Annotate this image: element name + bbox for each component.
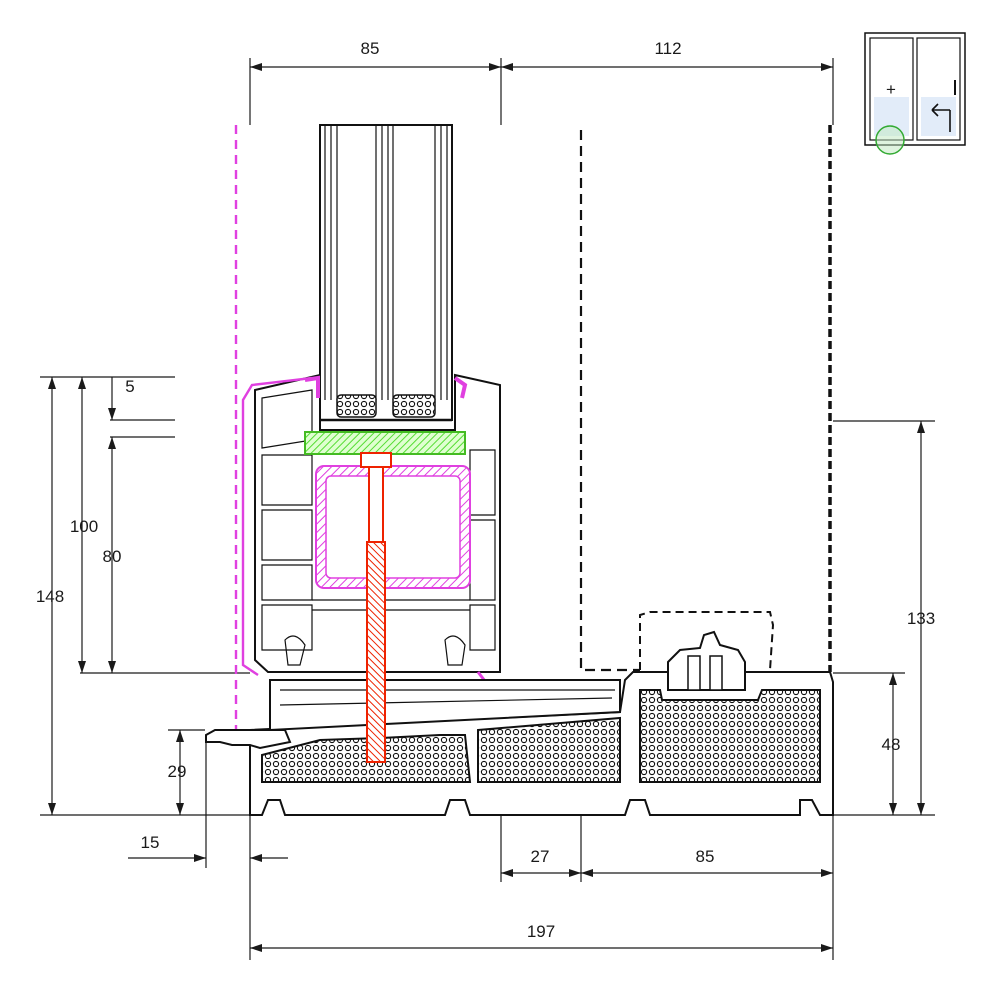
dim-label-100: 100 bbox=[70, 517, 98, 536]
dim-label-48: 48 bbox=[882, 735, 901, 754]
dim-label-29: 29 bbox=[168, 762, 187, 781]
dim-label-80: 80 bbox=[103, 547, 122, 566]
dashed-sash-outline bbox=[579, 125, 832, 672]
window-legend-icon: + bbox=[864, 32, 966, 155]
dim-left: 148 100 5 80 29 bbox=[36, 376, 250, 816]
dim-label-133: 133 bbox=[907, 609, 935, 628]
steel-reinforcement bbox=[315, 465, 471, 589]
glazing-unit bbox=[319, 124, 453, 422]
dim-label-15: 15 bbox=[141, 833, 160, 852]
dim-label-148: 148 bbox=[36, 587, 64, 606]
dim-bottom: 15 27 85 197 bbox=[128, 735, 834, 960]
green-bead bbox=[304, 431, 466, 455]
dim-label-85-bottom: 85 bbox=[696, 847, 715, 866]
dim-label-5: 5 bbox=[125, 377, 134, 396]
section-marker-icon bbox=[875, 125, 905, 155]
sliding-track bbox=[667, 630, 746, 691]
dim-label-112: 112 bbox=[654, 39, 681, 58]
fixing-screw bbox=[360, 452, 392, 763]
dim-top: 85 112 bbox=[249, 39, 834, 125]
dim-label-85-top: 85 bbox=[361, 39, 380, 58]
sash-fixed-symbol: + bbox=[886, 80, 896, 99]
dim-label-197: 197 bbox=[527, 922, 555, 941]
sliding-arrow-icon bbox=[931, 103, 951, 132]
dim-label-27: 27 bbox=[531, 847, 550, 866]
dim-right: 133 48 bbox=[833, 420, 935, 816]
